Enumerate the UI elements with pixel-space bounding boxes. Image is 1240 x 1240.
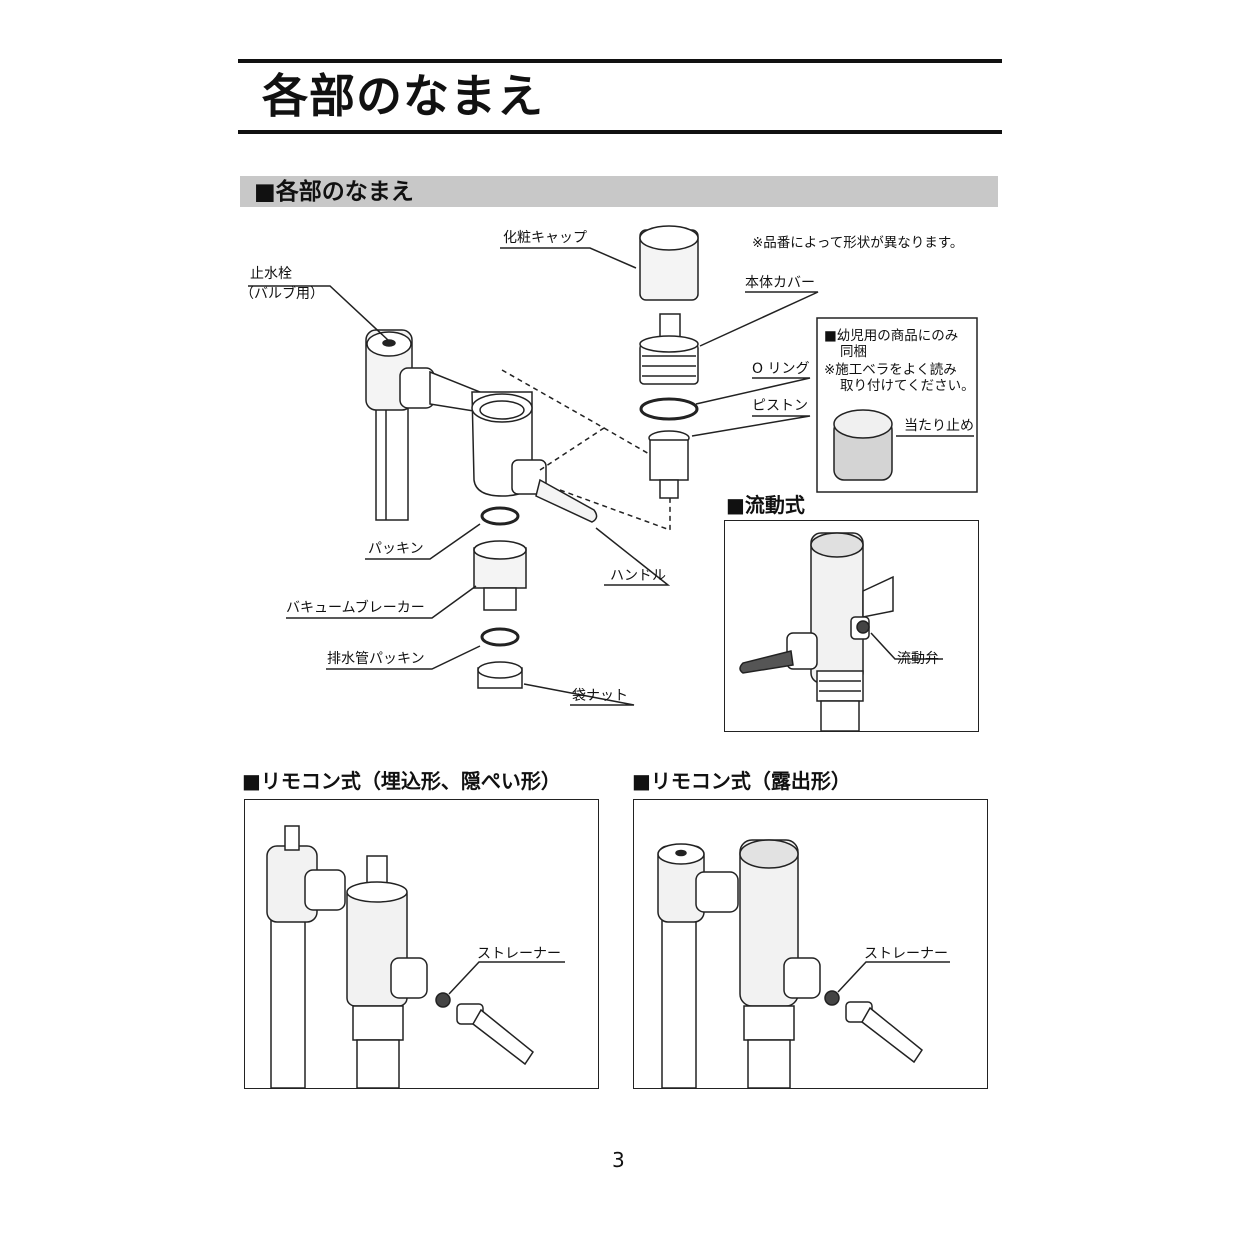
top-rule [238, 59, 1002, 63]
infant-box-line1: ■幼児用の商品にのみ [824, 328, 959, 344]
label-vacuum-breaker: バキュームブレーカー [286, 600, 425, 616]
label-strainer-left: ストレーナー [477, 946, 561, 962]
infant-box-line3: ※施工ベラをよく読み [824, 362, 957, 378]
label-drain-packing: 排水管パッキン [327, 651, 425, 667]
label-strainer-right: ストレーナー [864, 946, 948, 962]
label-stop-valve-sub: （バルブ用） [240, 286, 324, 302]
label-body-cover: 本体カバー [745, 275, 815, 291]
heading-remote-exposed: ■リモコン式（露出形） [632, 769, 851, 793]
label-stopper: 当たり止め [904, 418, 974, 434]
bottom-rule [238, 130, 1002, 134]
remote-embedded-drawing [266, 825, 565, 1088]
heading-flow-type: ■流動式 [726, 493, 805, 517]
flow-type-drawing [739, 532, 943, 731]
remote-embedded-figure: ストレーナー [244, 799, 599, 1089]
label-handle: ハンドル [610, 568, 666, 584]
label-stop-valve: 止水栓 [250, 266, 292, 282]
infant-box-line2: 同梱 [840, 344, 867, 360]
label-cosmetic-cap: 化粧キャップ [503, 230, 587, 246]
label-packing: パッキン [368, 541, 424, 557]
remote-exposed-figure: ストレーナー [633, 799, 988, 1089]
remote-exposed-drawing [657, 839, 950, 1088]
section-title: ■各部のなまえ [254, 179, 414, 205]
flow-type-figure: 流動弁 [724, 520, 979, 732]
label-o-ring: O リング [752, 361, 810, 377]
page-number: 3 [612, 1148, 625, 1172]
infant-box-line4: 取り付けてください。 [840, 378, 975, 394]
heading-remote-embedded: ■リモコン式（埋込形、隠ぺい形） [242, 769, 561, 793]
note-shape: ※品番によって形状が異なります。 [752, 235, 964, 251]
page-title: 各部のなまえ [262, 69, 544, 123]
label-flow-valve: 流動弁 [897, 651, 939, 667]
label-cap-nut: 袋ナット [572, 688, 628, 704]
label-piston: ピストン [752, 398, 808, 414]
section-bar [240, 176, 998, 207]
